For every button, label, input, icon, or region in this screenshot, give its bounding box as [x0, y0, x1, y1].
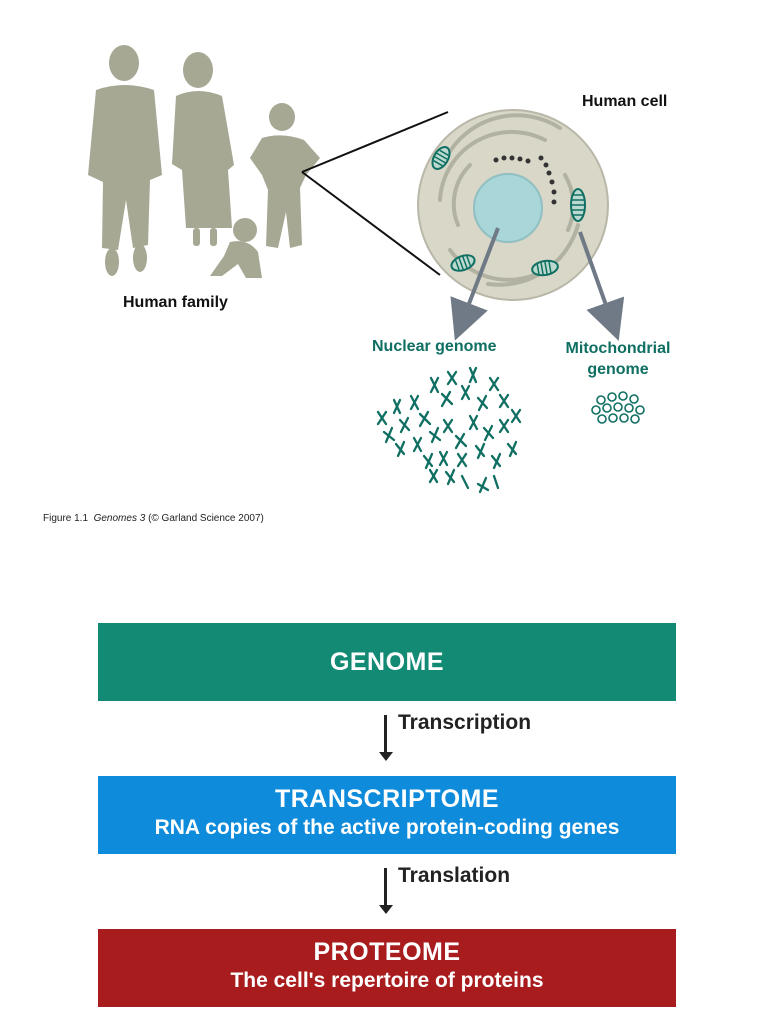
figure-caption: Figure 1.1 Genomes 3 (© Garland Science …	[43, 513, 264, 524]
transcriptome-title: TRANSCRIPTOME	[274, 785, 500, 813]
transcriptome-subtitle: RNA copies of the active protein-coding …	[154, 816, 620, 839]
human-family-label: Human family	[123, 294, 228, 311]
transcription-arrow-icon	[379, 715, 393, 761]
genome-title: GENOME	[329, 648, 445, 676]
proteome-subtitle: The cell's repertoire of proteins	[230, 969, 544, 992]
mitochondria	[431, 146, 586, 277]
human-cell-label: Human cell	[582, 93, 668, 110]
mitochondrial-genome-label: Mitochondrial genome	[552, 338, 684, 380]
caption-italic: Genomes 3	[93, 513, 146, 524]
caption-suffix: (© Garland Science 2007)	[148, 513, 264, 524]
mito-label-line1: Mitochondrial	[565, 340, 671, 357]
baby-silhouette	[210, 218, 262, 278]
mito-arrow	[578, 231, 625, 341]
genome-figure	[88, 45, 645, 494]
zoom-line-bottom	[301, 171, 441, 276]
cell-icon	[417, 109, 609, 301]
zoom-line-top	[301, 111, 449, 173]
nuclear-arrow	[450, 227, 500, 341]
boy-silhouette	[250, 103, 320, 248]
mito-label-line2: genome	[587, 361, 649, 378]
transcriptome-box: TRANSCRIPTOME RNA copies of the active p…	[98, 776, 676, 854]
people-silhouette-icon	[88, 45, 320, 278]
mitochondrial-dna-circle-icon	[591, 391, 645, 424]
proteome-title: PROTEOME	[313, 938, 461, 966]
proteome-box: PROTEOME The cell's repertoire of protei…	[98, 929, 676, 1007]
translation-label: Translation	[398, 864, 511, 887]
transcription-label: Transcription	[398, 711, 532, 734]
translation-arrow-icon	[379, 868, 393, 914]
father-silhouette	[88, 45, 162, 276]
mother-silhouette	[172, 52, 234, 246]
genome-box: GENOME	[98, 623, 676, 701]
nucleus	[473, 173, 543, 243]
caption-prefix: Figure 1.1	[43, 513, 89, 524]
chromosome-icon	[376, 366, 522, 494]
nuclear-genome-label: Nuclear genome	[372, 338, 497, 355]
